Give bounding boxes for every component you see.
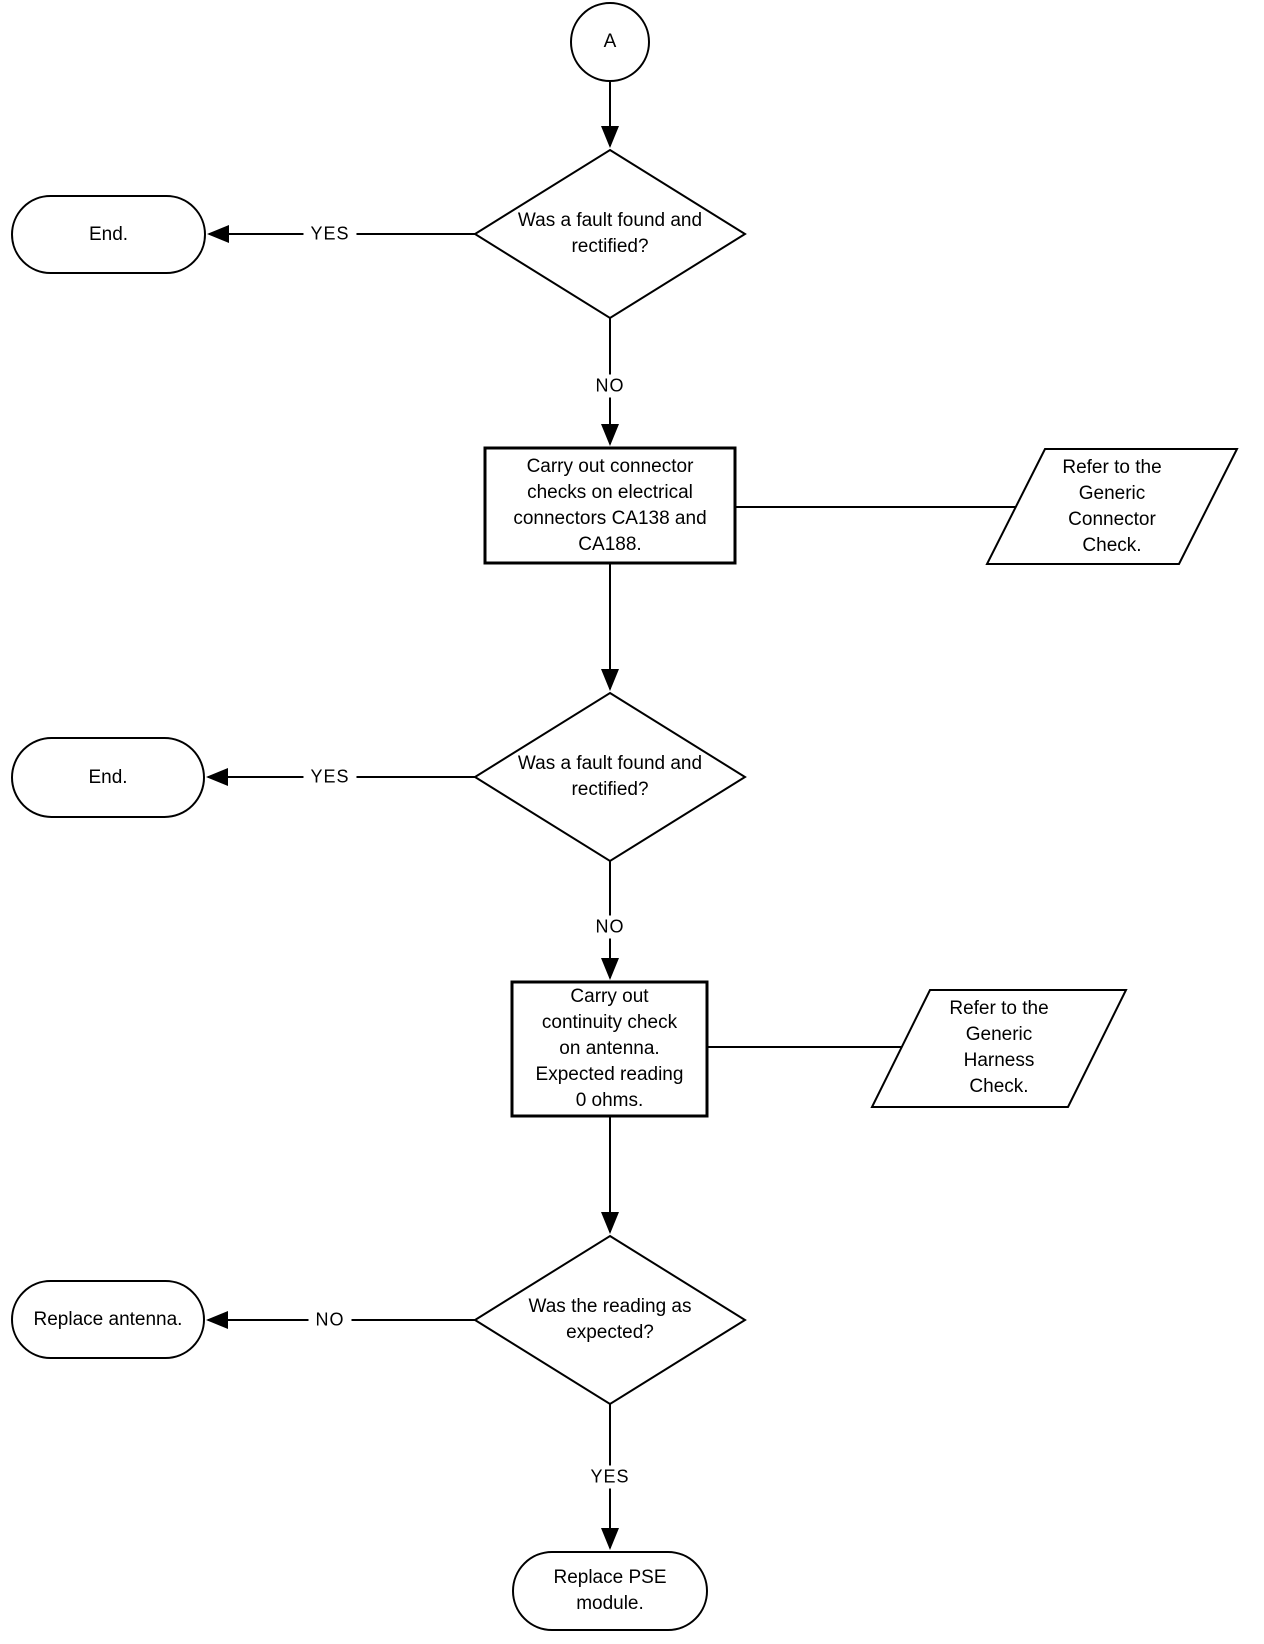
edge-label-no3: NO: [308, 1308, 352, 1332]
end1-terminator: [11, 195, 206, 274]
replace-pse-text: Replace PSE module.: [553, 1567, 667, 1614]
edge-label-no2: NO: [588, 915, 632, 939]
connector-a-label: A: [603, 31, 617, 52]
process1-text: Carry out connector checks on electrical…: [513, 455, 707, 555]
flow-shapes: [11, 2, 1239, 1631]
end2-terminator: [11, 737, 205, 818]
decision3-diamond: [473, 1234, 747, 1406]
ref2-text: Refer to the Generic Harness Check.: [949, 997, 1049, 1097]
decision3-text: Was the reading as expected?: [528, 1296, 692, 1343]
edge-label-yes2: YES: [303, 765, 357, 789]
decision1-text: Was a fault found and rectified?: [517, 210, 703, 257]
decision2-diamond: [473, 691, 747, 863]
decision2-text: Was a fault found and rectified?: [517, 753, 703, 800]
replace-pse-terminator: [512, 1551, 708, 1631]
process1-box: [483, 446, 737, 565]
decision1-diamond: [473, 148, 747, 320]
edge-label-no1: NO: [588, 374, 632, 398]
process2-box: [510, 980, 709, 1118]
replace-antenna-text: Replace antenna.: [33, 1308, 183, 1330]
connector-a-shape: [570, 2, 650, 82]
process2-text: Carry out continuity check on antenna. E…: [535, 986, 684, 1111]
ref1-text: Refer to the Generic Connector Check.: [1062, 456, 1162, 556]
edge-label-yes1: YES: [303, 222, 357, 246]
end2-text: End.: [88, 766, 128, 788]
end1-text: End.: [88, 223, 129, 245]
edge-label-yes3: YES: [583, 1465, 637, 1489]
ref2-parallelogram: [870, 989, 1128, 1108]
replace-antenna-terminator: [11, 1280, 205, 1359]
ref1-parallelogram: [985, 448, 1239, 565]
